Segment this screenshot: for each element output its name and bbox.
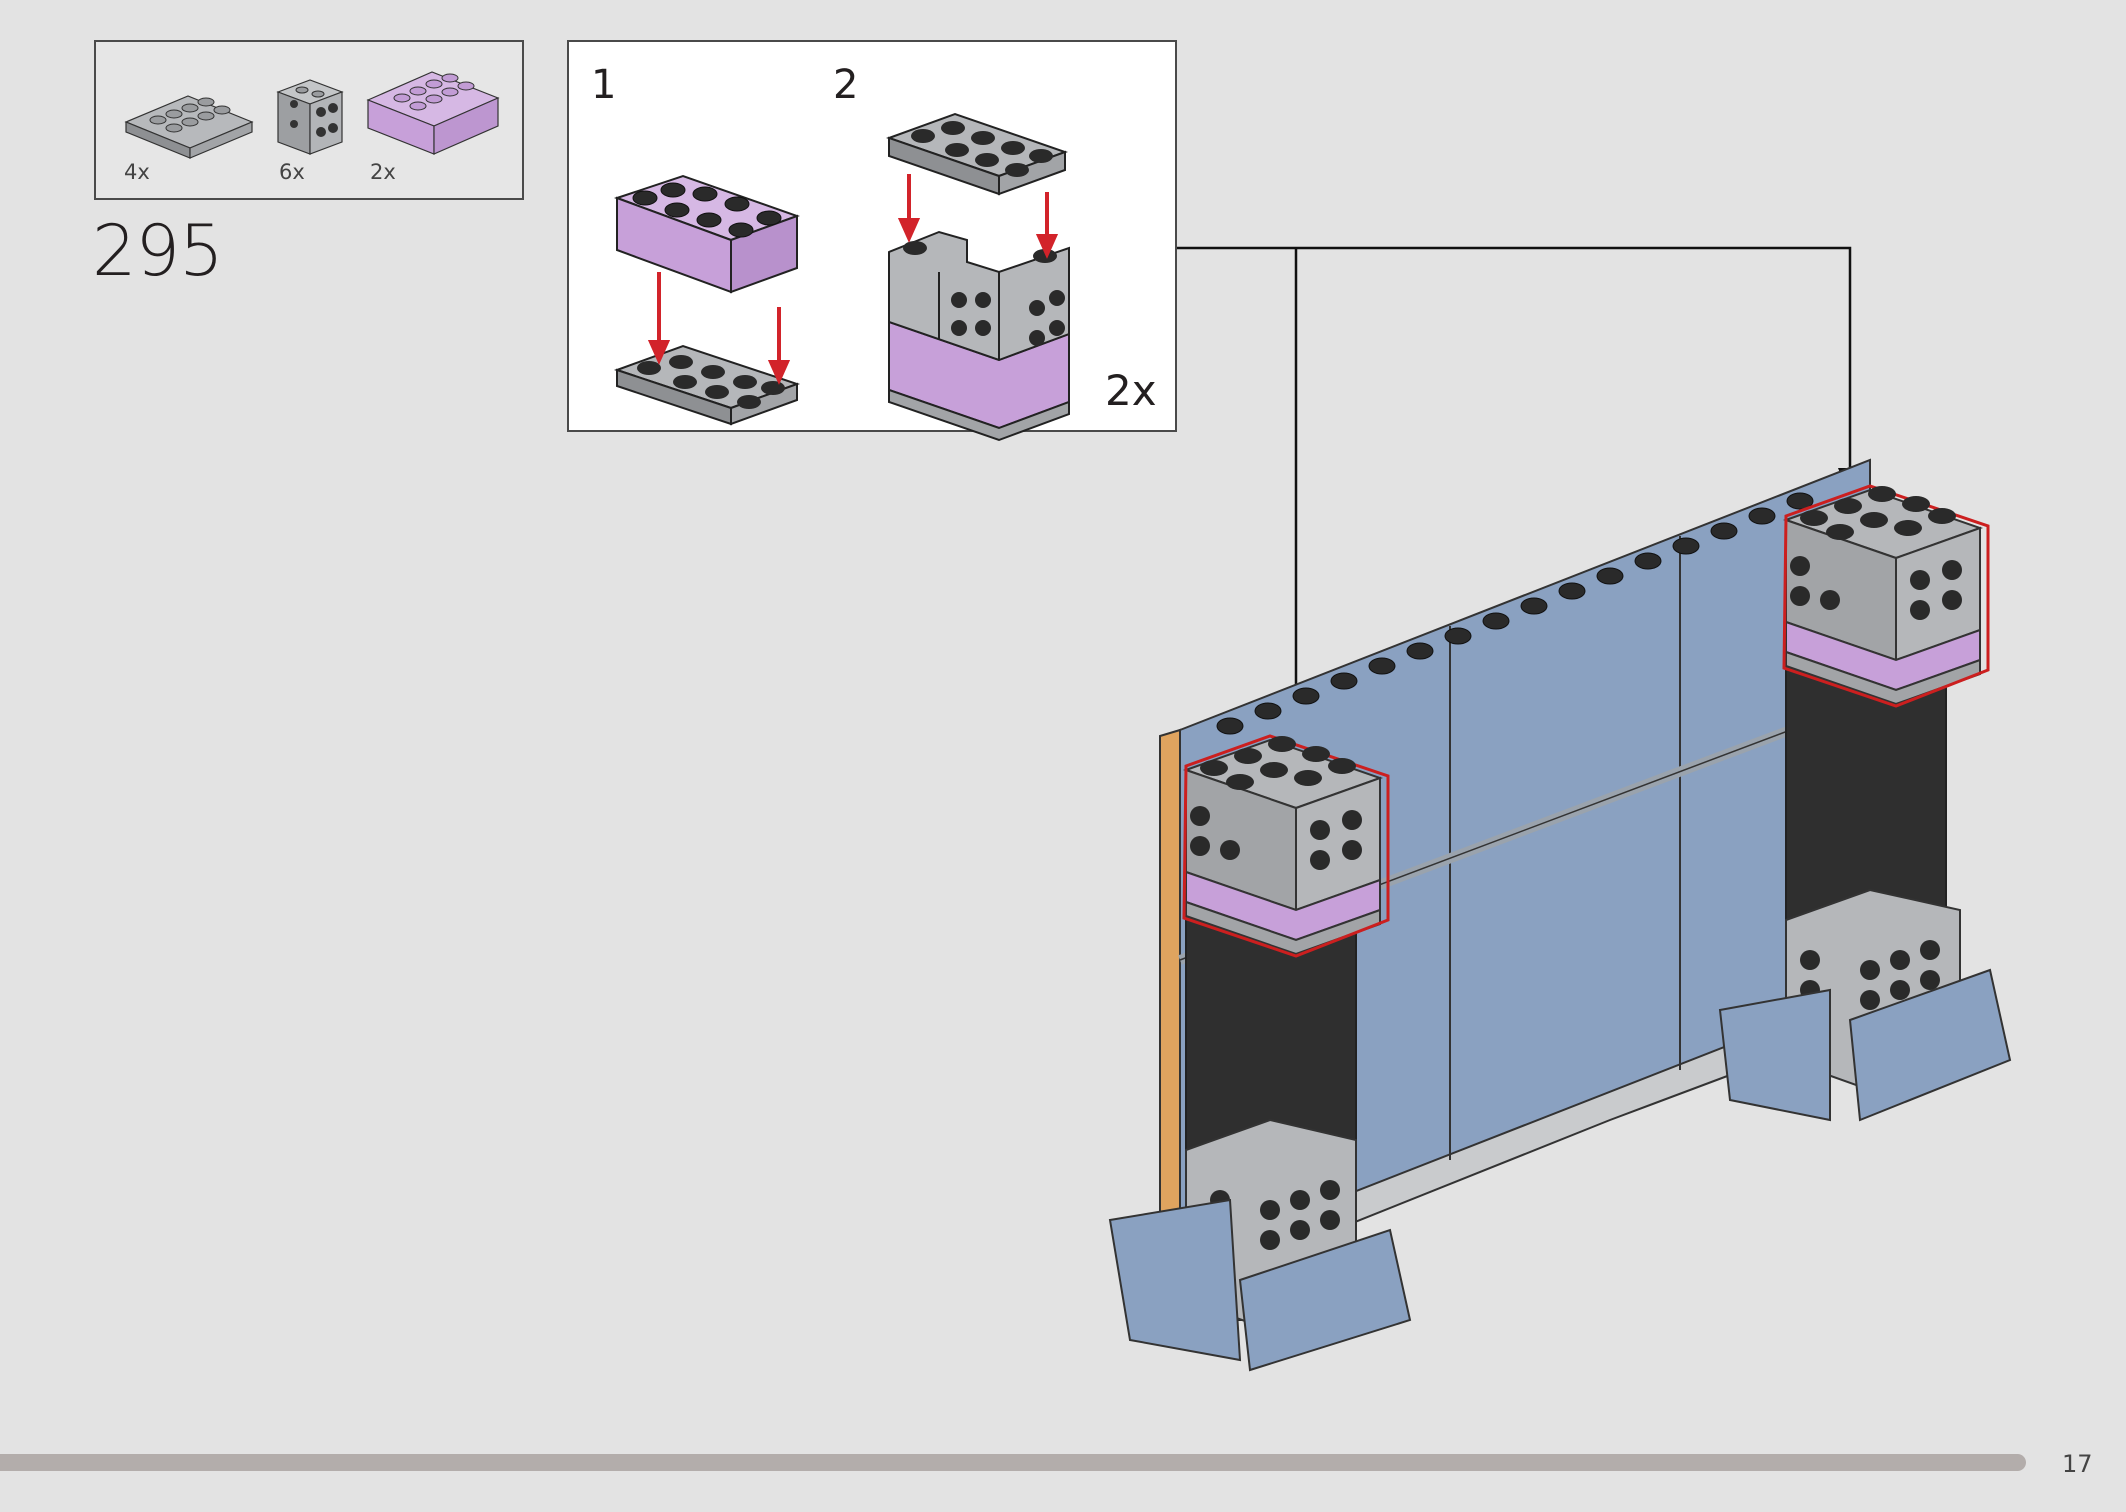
part-count-lavender-brick: 2x: [370, 160, 396, 184]
lavender-brick-2x4-icon: [366, 71, 500, 155]
part-count-gray-brick: 6x: [279, 160, 305, 184]
page-number: 17: [2062, 1450, 2093, 1478]
gray-plate-2x4-icon: [124, 95, 254, 159]
substep-1-illustration: [613, 174, 801, 426]
part-count-gray-plate: 4x: [124, 160, 150, 184]
gray-brick-1x1-studs-icon: [276, 79, 344, 155]
substep-multiplier: 2x: [1105, 366, 1157, 415]
substep-box: 1 2 2x: [567, 40, 1177, 442]
substep-number-1: 1: [591, 62, 617, 108]
substep-number-2: 2: [833, 62, 859, 108]
step-number: 295: [92, 210, 224, 292]
parts-list-box: 4x 6x 2x: [94, 40, 524, 200]
substep-2-illustration: [886, 112, 1070, 442]
page-progress-bar: [0, 1454, 2026, 1471]
main-model-illustration: [1108, 458, 2012, 1372]
